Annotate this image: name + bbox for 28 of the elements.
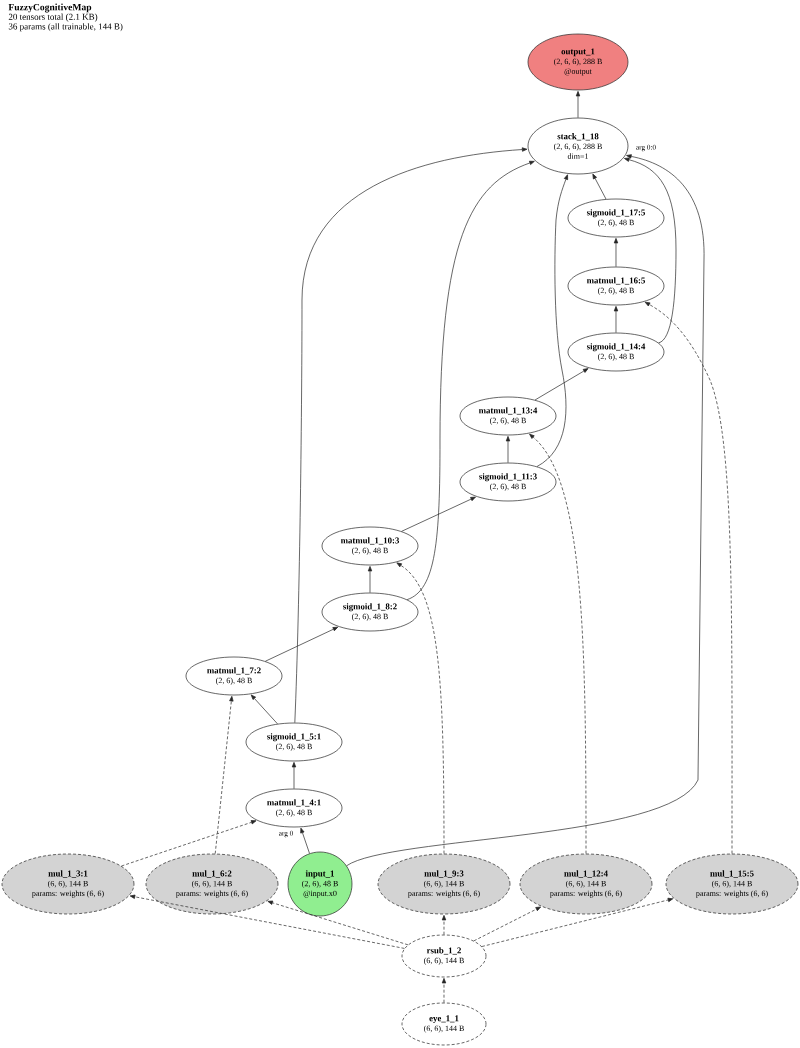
dashed-arrow (129, 894, 405, 949)
dashed-arrow (214, 696, 234, 855)
dashed-arrow (441, 915, 447, 935)
arrow (575, 91, 581, 118)
arrow (613, 306, 619, 333)
arrow (300, 827, 310, 854)
dashed-arrow (529, 433, 587, 854)
arrow (346, 154, 705, 867)
arrow (624, 157, 677, 344)
arrow (294, 147, 528, 723)
arrow (613, 238, 619, 267)
arrow (250, 694, 278, 725)
dashed-arrow (644, 301, 733, 854)
arrow (367, 566, 373, 593)
dashed-arrow (267, 900, 409, 946)
dashed-arrow (481, 897, 674, 947)
arrow (264, 626, 339, 662)
dashed-arrow (473, 906, 541, 942)
arrow (505, 436, 511, 463)
arrow (536, 174, 568, 467)
dashed-arrow (441, 978, 447, 1003)
arrow (291, 762, 297, 789)
dashed-arrow (121, 820, 257, 867)
arrow (406, 160, 535, 600)
dashed-arrow (396, 562, 445, 854)
arrow (534, 368, 589, 401)
arrow (401, 496, 476, 532)
arrow (592, 173, 607, 200)
